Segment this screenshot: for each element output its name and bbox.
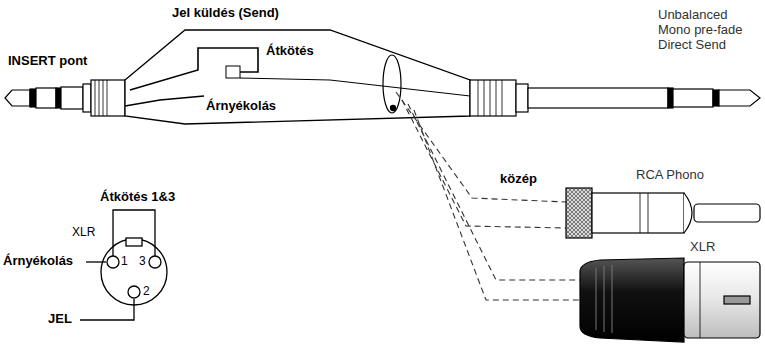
connector-name: RCA Phono (636, 168, 704, 183)
dashed-wires (396, 92, 580, 300)
signal-label: JEL (48, 312, 72, 327)
pin-number: 3 (139, 255, 146, 269)
pin-number: 2 (143, 285, 150, 299)
left-jack (5, 80, 125, 116)
part-label: Átkötés 1&3 (100, 190, 175, 205)
signal-title: Jel küldés (Send) (172, 6, 279, 21)
xlr-connector (580, 258, 760, 342)
pin-label: Árnyékolás (3, 254, 73, 269)
pin-number: 1 (121, 255, 128, 269)
cable-note: Unbalanced Mono pre-fade Direct Send (658, 8, 758, 53)
connector-name: XLR (690, 240, 715, 255)
connector-name: XLR (72, 226, 95, 240)
right-jack (470, 80, 760, 116)
part-label: Átkötés (266, 44, 314, 59)
pin-label: közép (500, 172, 537, 187)
connector-name: INSERT pont (8, 54, 87, 69)
cable-body (125, 30, 470, 124)
rca-connector (566, 188, 760, 238)
part-label: Árnyékolás (206, 99, 276, 114)
